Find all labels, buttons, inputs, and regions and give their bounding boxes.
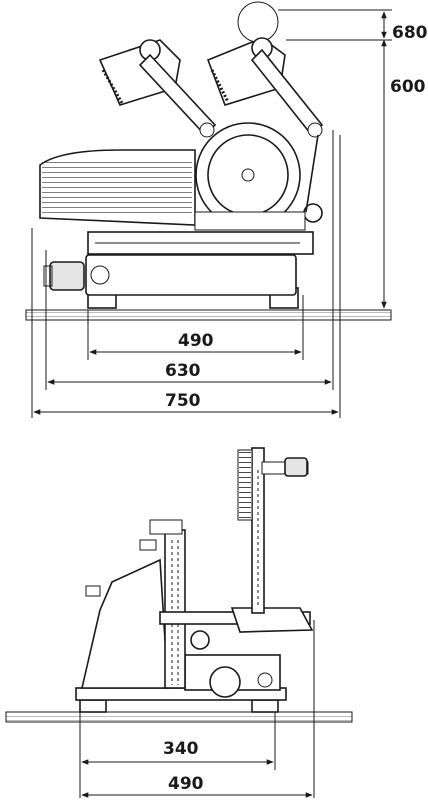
ground-line-bottom: [5, 711, 353, 723]
dim-label-750: 750: [165, 391, 201, 411]
dim-label-490-top: 490: [178, 331, 214, 351]
dim-label-630: 630: [165, 361, 201, 381]
slicer-side-view-icon: [25, 1, 392, 418]
dim-label-600: 600: [390, 77, 426, 97]
dim-label-490-bottom: 490: [168, 774, 204, 794]
product-arm-low: [98, 39, 217, 138]
dim-label-680: 680: [392, 23, 428, 43]
dim-label-340: 340: [163, 739, 199, 759]
slicer-front-view-icon: [5, 447, 353, 798]
ground-line: [25, 309, 392, 321]
product-arm-high: [206, 1, 324, 213]
